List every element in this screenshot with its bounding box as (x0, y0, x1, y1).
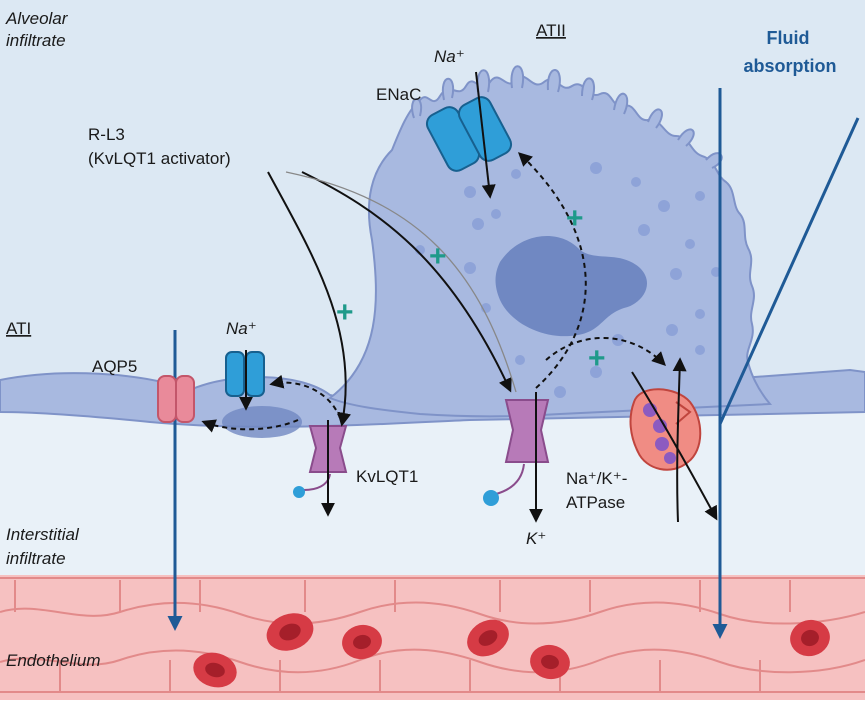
enac-label: ENaC (376, 85, 421, 104)
kvlqt1-channel-atii (483, 399, 550, 506)
drug-to-ati-kvlqt1 (267, 171, 351, 427)
red-blood-cell (266, 613, 314, 651)
aqp5-channel (157, 375, 195, 423)
pump-in-arrow (631, 371, 718, 521)
interstitial-space (0, 400, 865, 580)
atii-nucleus (495, 236, 648, 337)
plus-sign: + (566, 202, 584, 235)
pump-out-arrow (672, 357, 687, 523)
atii-microvilli (411, 65, 723, 169)
endothelium-layer (0, 575, 865, 700)
drug-label-line1: R-L3 (88, 125, 125, 144)
drug-label-line2: (KvLQT1 activator) (88, 149, 231, 168)
ati-nucleus (222, 406, 302, 438)
enac-channel (425, 96, 513, 172)
red-blood-cell (193, 652, 237, 688)
alveolar-label-line2: infiltrate (6, 31, 66, 50)
k-ion-label: K⁺ (526, 529, 546, 548)
aqp5-label: AQP5 (92, 357, 137, 376)
plus-sign: + (429, 240, 447, 273)
red-blood-cell (790, 619, 830, 657)
pump-label-line1: Na⁺/K⁺- (566, 469, 627, 488)
red-blood-cell (342, 624, 382, 660)
plus-sign: + (588, 342, 606, 375)
red-blood-cell (530, 644, 570, 680)
stimulation-plus-signs: + + + + (336, 202, 606, 375)
red-blood-cell (467, 619, 509, 657)
fluid-absorption-slant-line (718, 117, 860, 425)
atii-label: ATII (536, 21, 566, 40)
epithelial-cells (0, 65, 865, 438)
drug-to-atii-kvlqt1 (301, 171, 512, 393)
na-top-label: Na⁺ (434, 47, 465, 66)
fluid-absorption-line2: absorption (744, 56, 837, 76)
na-ati-label: Na⁺ (226, 319, 257, 338)
pump-label-line2: ATPase (566, 493, 625, 512)
fluid-absorption-line1: Fluid (767, 28, 810, 48)
red-blood-cells (193, 613, 830, 688)
na-enac-arrow (475, 71, 496, 199)
interstitial-label-line1: Interstitial (6, 525, 80, 544)
drug-diffusion-line (285, 171, 517, 393)
dashed-signal-arrows (201, 152, 666, 433)
ati-label: ATI (6, 319, 31, 338)
plus-sign: + (336, 296, 354, 329)
ion-arrows (239, 71, 718, 523)
endothelium-label: Endothelium (6, 651, 101, 670)
alveolar-label-line1: Alveolar (5, 9, 69, 28)
interstitial-label-line2: infiltrate (6, 549, 66, 568)
kvlqt1-label: KvLQT1 (356, 467, 418, 486)
